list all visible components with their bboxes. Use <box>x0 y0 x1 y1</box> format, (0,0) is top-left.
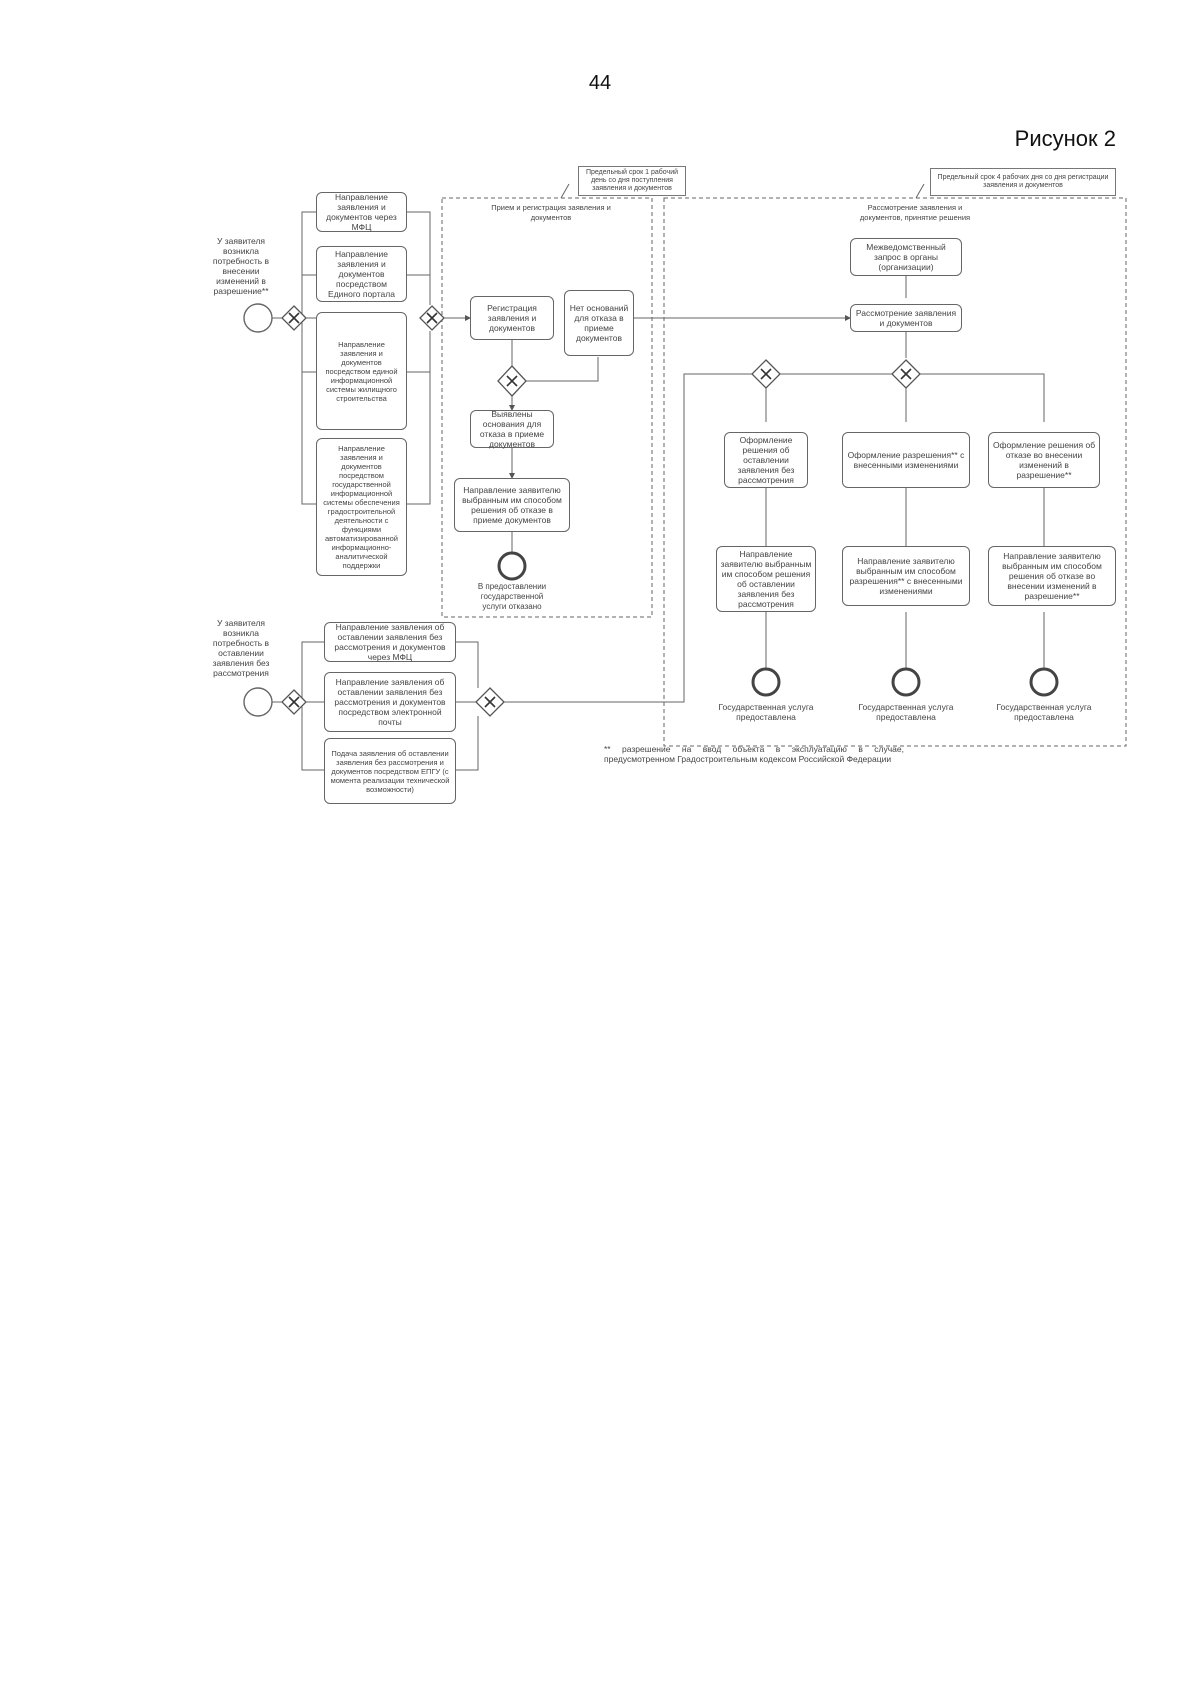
end-event-icon <box>891 667 921 697</box>
right-term-note: Предельный срок 4 рабочих дня со дня рег… <box>930 168 1116 196</box>
task-issue-permit: Оформление разрешения** с внесенными изм… <box>842 432 970 488</box>
intake-section-title: Прием и регистрация заявления и документ… <box>491 203 611 222</box>
end-label-3: Государственная услуга предоставлена <box>996 702 1092 722</box>
left-term-note: Предельный срок 1 рабочий день со дня по… <box>578 166 686 196</box>
review-lane <box>663 197 1127 747</box>
task-leave-without-review: Оформление решения об оставлении заявлен… <box>724 432 808 488</box>
task-refuse-changes: Оформление решения об отказе во внесении… <box>988 432 1100 488</box>
end-label-1: Государственная услуга предоставлена <box>718 702 814 722</box>
channel-isogd: Направление заявления и документов посре… <box>316 438 407 576</box>
task-send-leave: Направление заявителю выбранным им спосо… <box>716 546 816 612</box>
task-register: Регистрация заявления и документов <box>470 296 554 340</box>
withdraw-epgu: Подача заявления об оставлении заявления… <box>324 738 456 804</box>
start-label-need1: У заявителя возникла потребность в внесе… <box>212 236 270 296</box>
channel-epgu: Направление заявления и документов посре… <box>316 246 407 302</box>
footnote: ** разрешение на ввод объекта в эксплуат… <box>604 744 904 764</box>
end-label-2: Государственная услуга предоставлена <box>858 702 954 722</box>
task-grounds-found: Выявлены основания для отказа в приеме д… <box>470 409 554 449</box>
start-event-icon <box>243 687 273 717</box>
task-notify-refusal: Направление заявителю выбранным им спосо… <box>454 478 570 532</box>
task-send-refusal: Направление заявителю выбранным им спосо… <box>988 546 1116 606</box>
start-label-need2: У заявителя возникла потребность в остав… <box>212 618 270 678</box>
task-send-permit: Направление заявителю выбранным им спосо… <box>842 546 970 606</box>
task-interagency: Межведомственный запрос в органы (органи… <box>850 238 962 276</box>
withdraw-mfc: Направление заявления об оставлении заяв… <box>324 622 456 662</box>
channel-gis: Направление заявления и документов посре… <box>316 312 407 430</box>
end-event-icon <box>751 667 781 697</box>
end-event-icon <box>1029 667 1059 697</box>
page-number: 44 <box>588 72 612 94</box>
end-label-refused: В предоставлении государственной услуги … <box>477 582 547 611</box>
task-review: Рассмотрение заявления и документов <box>850 304 962 332</box>
review-section-title: Рассмотрение заявления и документов, при… <box>859 203 971 222</box>
end-event-icon <box>497 551 527 581</box>
figure-label: Рисунок 2 <box>1014 126 1116 151</box>
task-no-grounds: Нет оснований для отказа в приеме докуме… <box>564 290 634 356</box>
channel-mfc: Направление заявления и документов через… <box>316 192 407 232</box>
withdraw-email: Направление заявления об оставлении заяв… <box>324 672 456 732</box>
start-event-icon <box>243 303 273 333</box>
intake-lane <box>441 197 653 618</box>
